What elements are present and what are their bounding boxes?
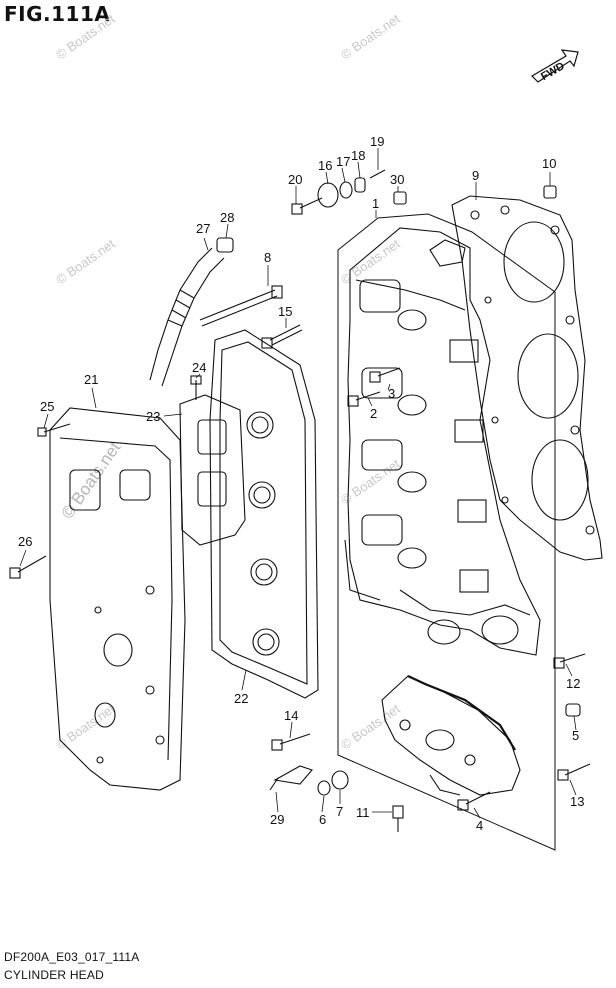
callout-5: 5 <box>572 728 579 743</box>
callout-20: 20 <box>288 172 302 187</box>
figure-code: DF200A_E03_017_111A <box>4 950 140 964</box>
cover-gasket <box>209 329 319 699</box>
valve-cover <box>49 407 186 791</box>
callout-15: 15 <box>278 304 292 319</box>
watermark-layer: © Boats.net © Boats.net © Boats.net © Bo… <box>53 11 403 753</box>
cover-plate <box>179 394 246 546</box>
callout-18: 18 <box>351 148 365 163</box>
callout-25: 25 <box>40 399 54 414</box>
callout-12: 12 <box>566 676 580 691</box>
callout-30: 30 <box>390 172 404 187</box>
callout-10: 10 <box>542 156 556 171</box>
cylinder-head <box>337 213 556 851</box>
callout-23: 23 <box>146 409 160 424</box>
figure-title: FIG.111A <box>4 2 111 26</box>
callout-3: 3 <box>388 386 395 401</box>
callout-9: 9 <box>472 168 479 183</box>
callout-11: 11 <box>356 805 370 820</box>
callout-6: 6 <box>319 812 326 827</box>
watermark: © Boats.net <box>53 236 118 288</box>
callout-14: 14 <box>284 708 298 723</box>
callout-28: 28 <box>220 210 234 225</box>
callout-7: 7 <box>336 804 343 819</box>
callout-16: 16 <box>318 158 332 173</box>
callout-2: 2 <box>370 406 377 421</box>
callout-24: 24 <box>192 360 206 375</box>
callout-1: 1 <box>372 196 379 211</box>
callout-4: 4 <box>476 818 483 833</box>
callout-21: 21 <box>84 372 98 387</box>
cam-housing <box>381 675 521 796</box>
figure-name: CYLINDER HEAD <box>4 968 104 982</box>
watermark: © Boats.net <box>53 11 118 63</box>
leader-lines <box>19 148 577 819</box>
head-gasket <box>451 195 603 561</box>
fasteners <box>9 169 591 832</box>
watermark: © Boats.net <box>338 11 403 63</box>
callout-13: 13 <box>570 794 584 809</box>
callout-29: 29 <box>270 812 284 827</box>
callout-26: 26 <box>18 534 32 549</box>
callout-19: 19 <box>370 134 384 149</box>
callout-8: 8 <box>264 250 271 265</box>
fwd-label: FWD <box>539 60 567 83</box>
callout-17: 17 <box>336 154 350 169</box>
callout-numbers: 1 2 3 4 5 6 7 8 9 10 11 12 13 14 15 16 1… <box>18 134 584 833</box>
watermark: © Boats.net <box>338 701 403 753</box>
callout-22: 22 <box>234 691 248 706</box>
callout-27: 27 <box>196 221 210 236</box>
fwd-arrow: FWD <box>531 49 579 83</box>
breather-hose <box>149 237 234 387</box>
